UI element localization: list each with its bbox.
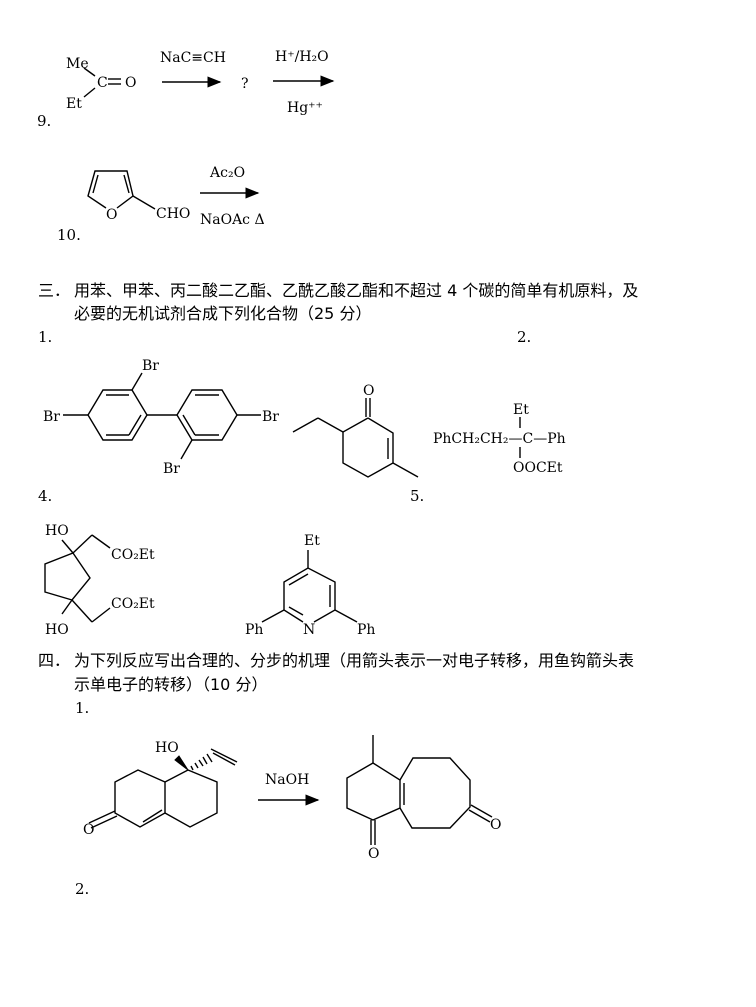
reagent-label: NaOAc Δ: [200, 212, 265, 228]
oxygen-label: O: [83, 822, 94, 838]
methyl-label: Me: [66, 56, 89, 72]
bond: [132, 195, 156, 210]
section-instructions: 必要的无机试剂合成下列化合物（25 分）: [74, 304, 371, 323]
question-10: 10. O CHO Ac₂O NaOAc Δ: [57, 165, 265, 244]
section-instructions: 为下列反应写出合理的、分步的机理（用箭头表示一对电子转移，用鱼钩箭头表: [74, 651, 634, 670]
ester-label: CO₂Et: [111, 596, 155, 612]
bond: [92, 174, 99, 194]
ethyl-label: Et: [513, 402, 529, 418]
question-number: 9.: [37, 112, 51, 130]
aldehyde-label: CHO: [156, 206, 190, 222]
item-label: 1.: [38, 328, 52, 346]
reagent-label: Ac₂O: [209, 165, 245, 181]
hydroxyl-label: HO: [155, 740, 179, 756]
section-instructions: 示单电子的转移）（10 分）: [74, 675, 267, 694]
section-marker: 四．: [38, 651, 70, 670]
chain-label: PhCH₂CH₂—C—Ph: [433, 431, 566, 447]
ethyl-methyl-cyclohexenone-structure: O: [292, 383, 419, 478]
phenyl-label: Ph: [245, 622, 263, 638]
oxygen-label: O: [368, 846, 379, 862]
hydroxyl-label: HO: [45, 622, 69, 638]
item-label: 1.: [75, 699, 89, 717]
furan-ring: [87, 170, 134, 209]
bicyclic-product-structure: O O: [346, 735, 501, 862]
phenyl-label: Ph: [357, 622, 375, 638]
unknown-product: ?: [241, 76, 249, 92]
item-label: 2.: [75, 880, 89, 898]
cyclopentane-diester-structure: HO HO CO₂Et CO₂Et: [44, 523, 155, 638]
item-label: 2.: [517, 328, 531, 346]
carbon-label: C: [97, 75, 108, 91]
ester-structure: PhCH₂CH₂—C—Ph Et OOCEt: [433, 402, 566, 476]
hydroxyl-label: HO: [45, 523, 69, 539]
bond: [83, 67, 96, 77]
bromo-label: Br: [142, 358, 159, 374]
section-3: 三． 用苯、甲苯、丙二酸二乙酯、乙酰乙酸乙酯和不超过 4 个碳的简单有机原料，及…: [38, 281, 638, 638]
question-number: 10.: [57, 226, 81, 244]
ethyl-label: Et: [66, 96, 82, 112]
section-4: 四． 为下列反应写出合理的、分步的机理（用箭头表示一对电子转移，用鱼钩箭头表 示…: [38, 651, 634, 898]
tetrabromobiphenyl-structure: Br Br Br Br: [43, 358, 279, 477]
oxygen-label: O: [363, 383, 374, 399]
question-9: 9. Me C O Et NaC≡CH ? H⁺/H₂O Hg⁺⁺: [37, 49, 335, 130]
ester-label: OOCEt: [513, 460, 563, 476]
ester-label: CO₂Et: [111, 547, 155, 563]
oxygen-label: O: [490, 817, 501, 833]
bond: [123, 174, 130, 194]
reagent-label: NaOH: [265, 772, 309, 788]
section-marker: 三．: [38, 281, 70, 300]
reagent-label: H⁺/H₂O: [275, 49, 329, 65]
oxygen-label: O: [106, 207, 117, 223]
bicyclic-reactant-structure: HO O: [83, 740, 238, 838]
reagent-label: Hg⁺⁺: [287, 100, 323, 116]
item-label: 5.: [410, 487, 424, 505]
diphenylpyridine-structure: Et N Ph Ph: [245, 533, 375, 638]
item-label: 4.: [38, 487, 52, 505]
bromo-label: Br: [163, 461, 180, 477]
bromo-label: Br: [43, 409, 60, 425]
section-instructions: 用苯、甲苯、丙二酸二乙酯、乙酰乙酸乙酯和不超过 4 个碳的简单有机原料，及: [74, 281, 638, 300]
bromo-label: Br: [262, 409, 279, 425]
nitrogen-label: N: [303, 622, 315, 638]
oxygen-label: O: [125, 75, 136, 91]
reagent-label: NaC≡CH: [160, 50, 226, 66]
ethyl-label: Et: [304, 533, 320, 549]
bond: [83, 87, 96, 98]
